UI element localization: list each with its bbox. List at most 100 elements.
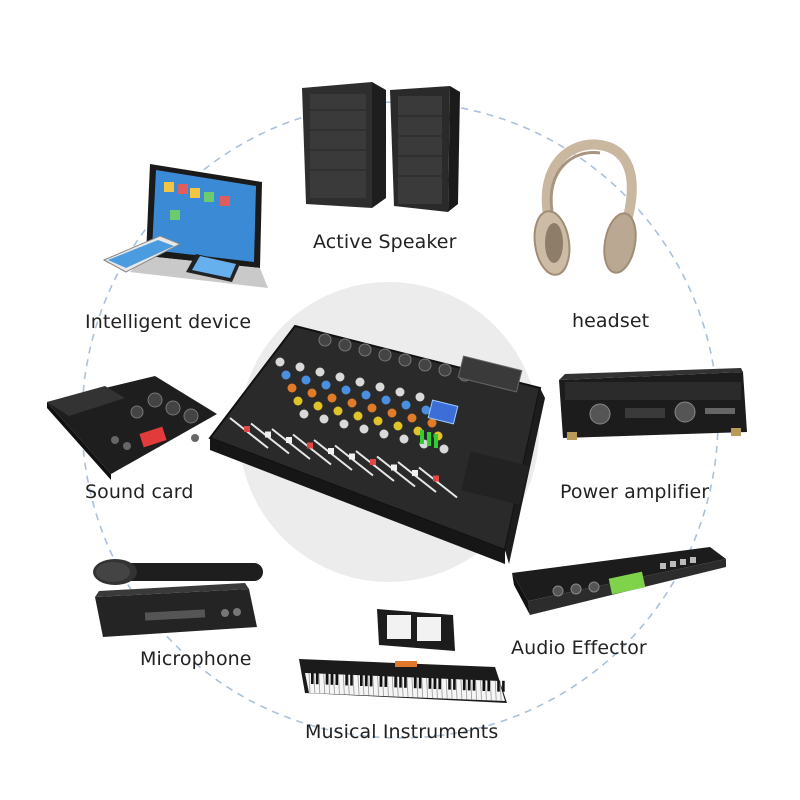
mixer-fader-cap <box>307 442 313 449</box>
label-musical-instruments: Musical Instruments <box>305 721 499 743</box>
white-key-divider <box>494 680 497 701</box>
mixer-knob <box>341 385 351 395</box>
mixer-fader <box>397 461 437 493</box>
white-key-divider <box>372 675 375 696</box>
mixer-fader <box>250 422 290 455</box>
white-key-divider <box>406 676 409 698</box>
white-key-divider <box>391 676 394 697</box>
white-key-divider <box>313 673 316 694</box>
white-key-divider <box>489 680 492 701</box>
white-key-divider <box>460 679 463 700</box>
black-key <box>462 679 466 691</box>
mixer-knob <box>407 413 417 423</box>
black-key <box>487 680 490 692</box>
black-key <box>453 678 456 690</box>
white-key-divider <box>333 673 335 695</box>
black-key <box>482 680 486 691</box>
white-key-divider <box>499 680 502 701</box>
black-key <box>404 676 407 688</box>
mixer-knob <box>281 370 291 380</box>
mixer-knob <box>313 401 323 411</box>
white-key-divider <box>426 677 428 698</box>
black-key <box>350 674 353 686</box>
mixer-knob <box>373 416 383 426</box>
label-audio-effector: Audio Effector <box>511 637 647 659</box>
wireless-microphone-icon <box>85 555 265 640</box>
white-key-divider <box>455 678 458 700</box>
mixer-fader-cap <box>286 437 292 443</box>
mixer-knob <box>333 406 343 416</box>
mixer-knob <box>355 377 365 387</box>
mixer-knob <box>299 409 309 419</box>
white-key-divider <box>352 674 355 695</box>
black-key <box>497 680 500 692</box>
laptop-tablet-phone-icon <box>100 160 270 300</box>
white-key-divider <box>440 678 443 699</box>
white-key-divider <box>367 675 370 696</box>
white-key-divider <box>480 679 482 701</box>
white-key-divider <box>362 675 365 696</box>
mixer-fader <box>376 455 416 488</box>
black-key <box>448 678 451 690</box>
label-sound-card: Sound card <box>85 481 194 503</box>
mixer-knob <box>395 387 405 397</box>
label-microphone: Microphone <box>140 648 252 670</box>
black-key <box>472 679 476 691</box>
mixer-knob <box>339 419 349 429</box>
mixer-fader-cap <box>328 448 334 454</box>
mixer-fader <box>418 466 458 499</box>
black-key <box>418 677 422 689</box>
black-key <box>330 673 334 685</box>
white-key-divider <box>342 674 345 695</box>
black-key <box>399 676 402 688</box>
black-key <box>379 675 383 687</box>
mixer-knob <box>393 421 403 431</box>
white-key-divider <box>431 677 433 699</box>
mixer-knob <box>275 357 285 367</box>
mixer-fader <box>229 417 269 449</box>
mixer-knob <box>439 444 449 454</box>
white-key-divider <box>318 673 321 694</box>
white-key-divider <box>377 675 379 696</box>
mixer-fader-cap <box>349 453 355 460</box>
white-key-divider <box>421 677 424 698</box>
mixer-knob <box>347 398 357 408</box>
label-headset: headset <box>572 310 650 332</box>
mixer-fader-cap <box>391 464 397 471</box>
white-key-divider <box>308 672 311 694</box>
white-key-divider <box>357 674 360 696</box>
black-key <box>311 673 314 684</box>
white-key-divider <box>411 677 414 698</box>
rack-effector-icon <box>510 545 730 620</box>
label-active-speaker: Active Speaker <box>313 231 457 253</box>
mixer-knob <box>421 405 431 415</box>
white-key-divider <box>338 674 340 695</box>
mixer-fader-cap <box>265 431 271 438</box>
keyboard-instrument-icon <box>295 605 510 715</box>
headphones-icon <box>530 135 640 285</box>
black-key <box>502 680 505 692</box>
mixer-knob <box>301 375 311 385</box>
mixer-knob <box>381 395 391 405</box>
black-key <box>335 674 339 685</box>
black-key <box>325 673 329 685</box>
amplifier-icon <box>555 368 750 448</box>
mixer-fader-cap <box>244 426 250 432</box>
mixer-fader-cap <box>433 475 439 482</box>
white-key-divider <box>387 676 389 697</box>
mixer-knob <box>335 372 345 382</box>
black-key <box>369 675 373 687</box>
black-key <box>364 675 368 687</box>
mixer-fader <box>271 428 311 460</box>
white-key-divider <box>465 679 468 700</box>
black-key <box>413 677 417 689</box>
mixer-knob <box>287 383 297 393</box>
mixer-knob <box>379 429 389 439</box>
mixer-knob <box>293 396 303 406</box>
white-key-divider <box>396 676 399 697</box>
mixer-fader-cap <box>370 459 376 465</box>
white-key-divider <box>470 679 473 700</box>
mixer-knob <box>427 418 437 428</box>
white-key-divider <box>328 673 330 694</box>
